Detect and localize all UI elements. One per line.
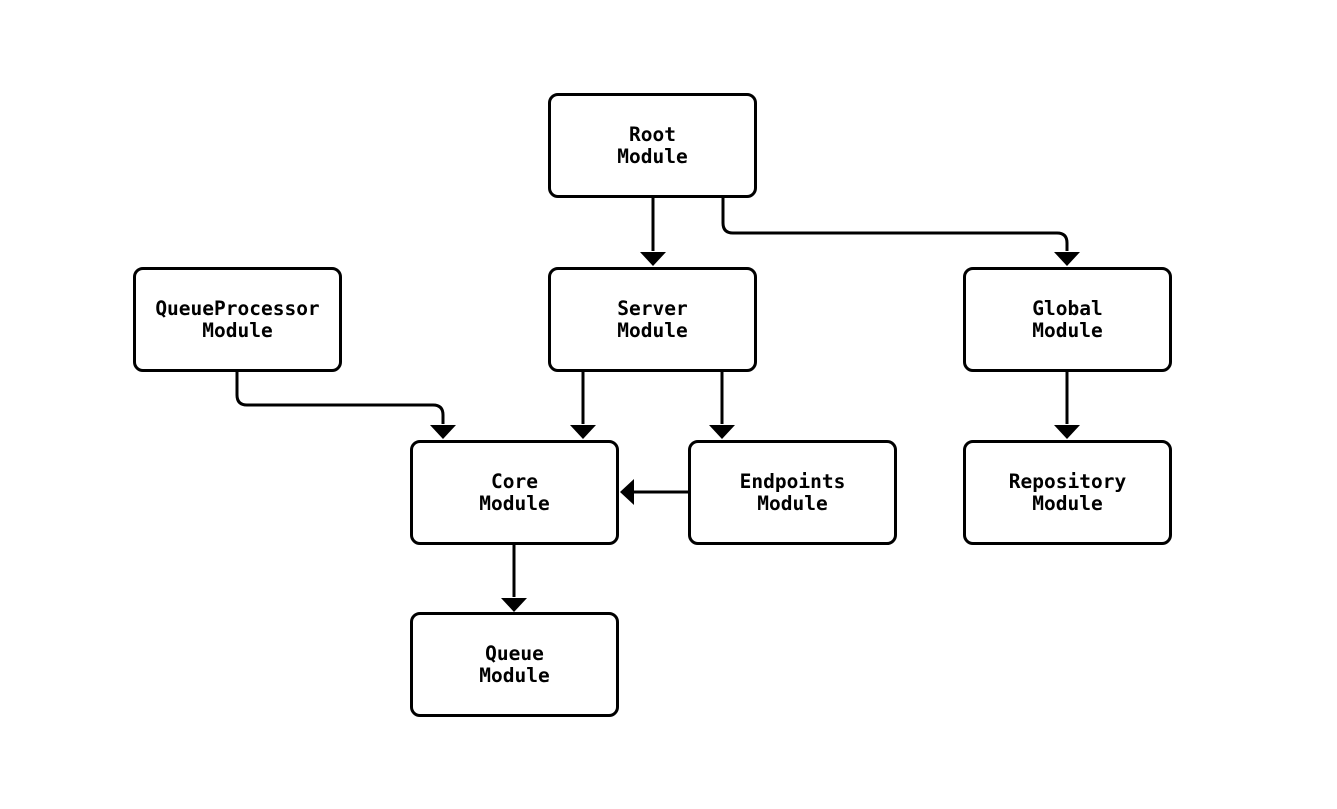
edge-global-to-repository [1054,372,1080,439]
arrowhead-endpoints-to-core [620,479,634,505]
node-queueprocessor-module: QueueProcessor Module [133,267,342,372]
node-repository-module-label: Repository Module [1008,469,1127,515]
node-endpoints-module: Endpoints Module [688,440,897,545]
node-core-module: Core Module [410,440,619,545]
node-endpoints-module-label: Endpoints Module [739,469,846,515]
arrowhead-server-to-core [570,425,596,439]
arrowhead-root-to-server [640,252,666,266]
node-server-module-label: Server Module [617,296,688,342]
edge-core-to-queue [501,545,527,612]
edge-queueprocessor-to-core [235,372,456,439]
arrowhead-root-to-global [1054,252,1080,266]
edge-root-to-server [640,198,666,266]
node-queue-module-label: Queue Module [479,641,550,687]
arrowhead-server-to-endpoints [709,425,735,439]
node-server-module: Server Module [548,267,757,372]
node-queue-module: Queue Module [410,612,619,717]
arrowhead-global-to-repository [1054,425,1080,439]
arrowhead-core-to-queue [501,598,527,612]
edge-server-to-endpoints [709,372,735,439]
node-root-module-label: Root Module [617,122,688,168]
node-root-module: Root Module [548,93,757,198]
node-repository-module: Repository Module [963,440,1172,545]
node-core-module-label: Core Module [479,469,550,515]
node-global-module-label: Global Module [1032,296,1103,342]
arrowhead-queueprocessor-to-core [430,425,456,439]
node-global-module: Global Module [963,267,1172,372]
edge-root-to-global [721,198,1080,266]
node-queueprocessor-module-label: QueueProcessor Module [155,296,320,342]
edge-endpoints-to-core [620,479,688,505]
edge-server-to-core [570,372,596,439]
